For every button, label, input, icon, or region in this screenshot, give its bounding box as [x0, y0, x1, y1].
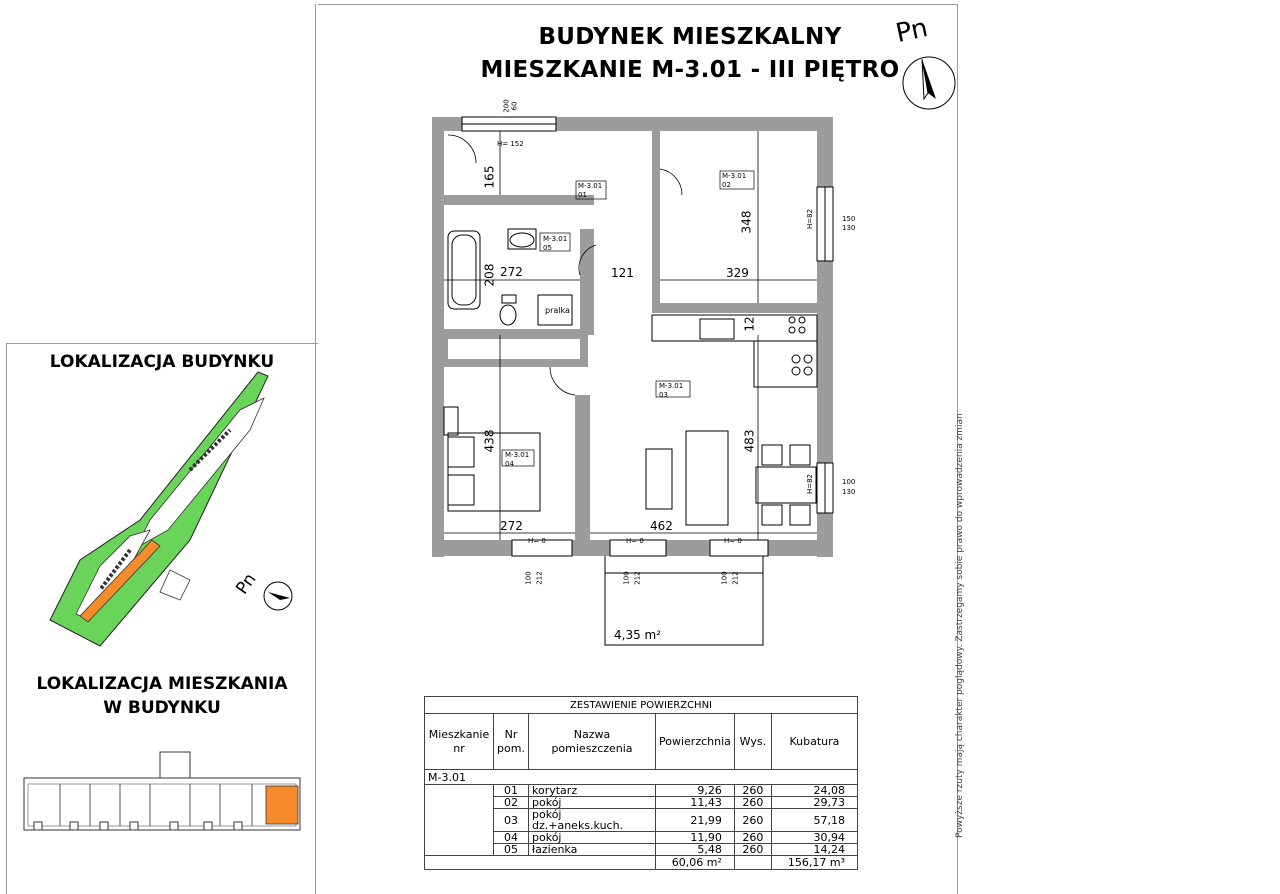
col-header-height: Wys.: [733, 713, 772, 770]
window-r2-a: 100: [842, 478, 856, 486]
dim-12: 12: [742, 316, 757, 332]
north-label: Pn: [893, 13, 931, 49]
window-r1-h: H=82: [806, 208, 815, 230]
frame-line-top: [318, 4, 958, 5]
floor-plan: [432, 116, 834, 646]
frame-line-right: [957, 4, 958, 894]
area-summary-table: ZESTAWIENIE POWIERZCHNI Mieszkanie nr Nr…: [424, 696, 859, 870]
building-floor-map: [23, 751, 301, 831]
window-b2-h: H= 0: [626, 537, 644, 545]
site-north-arrow-icon: [263, 581, 293, 611]
dim-438: 438: [482, 429, 497, 453]
dim-208: 208: [482, 263, 497, 287]
window-top-label-b: 60: [510, 101, 519, 111]
window-b1-a: 100: [524, 571, 533, 585]
window-r2-b: 130: [842, 488, 856, 496]
window-r2-h: H=82: [806, 473, 815, 495]
frame-line-left: [315, 4, 316, 894]
total-area: 60,06 m²: [655, 855, 735, 870]
panel-line-left: [6, 343, 7, 894]
window-b1-b: 212: [535, 571, 544, 585]
apartment-location-title-2: W BUDYNKU: [103, 698, 221, 718]
dim-483: 483: [742, 429, 757, 453]
col-header-area: Powierzchnia: [655, 713, 735, 770]
title-line1: BUDYNEK MIESZKALNY: [538, 24, 842, 50]
dim-272-bottom: 272: [500, 519, 523, 533]
dim-348: 348: [739, 210, 754, 234]
total-volume: 156,17 m³: [770, 855, 859, 870]
dim-121: 121: [611, 266, 634, 280]
window-r1-b: 130: [842, 224, 856, 232]
dim-165: 165: [482, 165, 497, 189]
pralka-label: pralka: [545, 306, 570, 315]
window-r1-a: 150: [842, 215, 856, 223]
col-header-room-name: Nazwa pomieszczenia: [528, 713, 656, 770]
window-b3-b: 212: [731, 571, 740, 585]
dim-272-top: 272: [500, 265, 523, 279]
panel-line-top: [6, 343, 318, 344]
dim-329: 329: [726, 266, 749, 280]
window-b3-a: 100: [720, 571, 729, 585]
col-header-apartment: Mieszkanie nr: [424, 713, 494, 770]
table-total-row: 60,06 m² 156,17 m³: [424, 855, 859, 870]
window-top-h: H= 152: [497, 140, 524, 148]
title-line2: MIESZKANIE M-3.01 - III PIĘTRO: [480, 57, 900, 83]
apartment-group: M-3.01: [424, 769, 858, 785]
col-header-room-no: Nr pom.: [493, 713, 529, 770]
table-caption: ZESTAWIENIE POWIERZCHNI: [424, 696, 858, 714]
window-b1-h: H= 0: [528, 537, 546, 545]
col-header-volume: Kubatura: [770, 713, 859, 770]
window-b2-a: 100: [622, 571, 631, 585]
north-arrow-icon: [902, 56, 956, 110]
window-b3-h: H= 0: [724, 537, 742, 545]
dim-462: 462: [650, 519, 673, 533]
disclaimer-note: Powyższe rzuty mają charakter poglądowy.…: [955, 413, 965, 838]
site-map: [49, 371, 269, 647]
balcony-area-label: 4,35 m²: [614, 628, 662, 642]
building-location-title: LOKALIZACJA BUDYNKU: [49, 352, 275, 372]
apartment-location-title-1: LOKALIZACJA MIESZKANIA: [36, 674, 288, 694]
window-b2-b: 212: [633, 571, 642, 585]
